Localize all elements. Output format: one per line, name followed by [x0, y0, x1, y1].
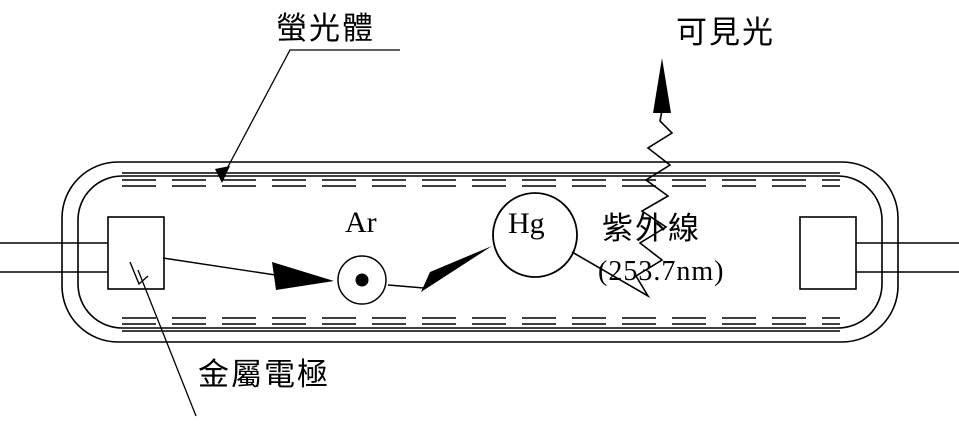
electron-path-line-to-mercury — [387, 284, 425, 289]
phosphor-leader-arrowhead — [215, 166, 230, 183]
visible-light-arrowhead — [653, 58, 671, 113]
mercury-atom-circle — [492, 192, 578, 278]
electrode-leader-arrowhead — [129, 261, 149, 286]
label-mercury: Hg — [508, 207, 545, 240]
phosphor-leader-line — [221, 49, 400, 179]
electrode-leader-line — [137, 269, 197, 417]
electron-arrowhead-to-argon — [272, 262, 334, 290]
electron-path-line-to-argon — [162, 257, 283, 277]
label-uv-wavelength: (253.7nm) — [598, 256, 725, 287]
label-ultraviolet: 紫外線 — [602, 211, 701, 247]
label-visible-light: 可見光 — [676, 15, 775, 51]
label-argon: Ar — [345, 206, 377, 239]
electron-arrowhead-to-mercury — [421, 246, 492, 292]
ultraviolet-zigzag-wave — [571, 79, 674, 299]
argon-atom-nucleus-dot — [355, 273, 369, 287]
tube-outer-wall — [61, 161, 899, 343]
label-metal-electrode: 金屬電極 — [198, 357, 330, 393]
tube-inner-wall — [77, 175, 883, 329]
right-metal-electrode — [799, 216, 857, 290]
label-phosphor: 螢光體 — [276, 11, 375, 47]
